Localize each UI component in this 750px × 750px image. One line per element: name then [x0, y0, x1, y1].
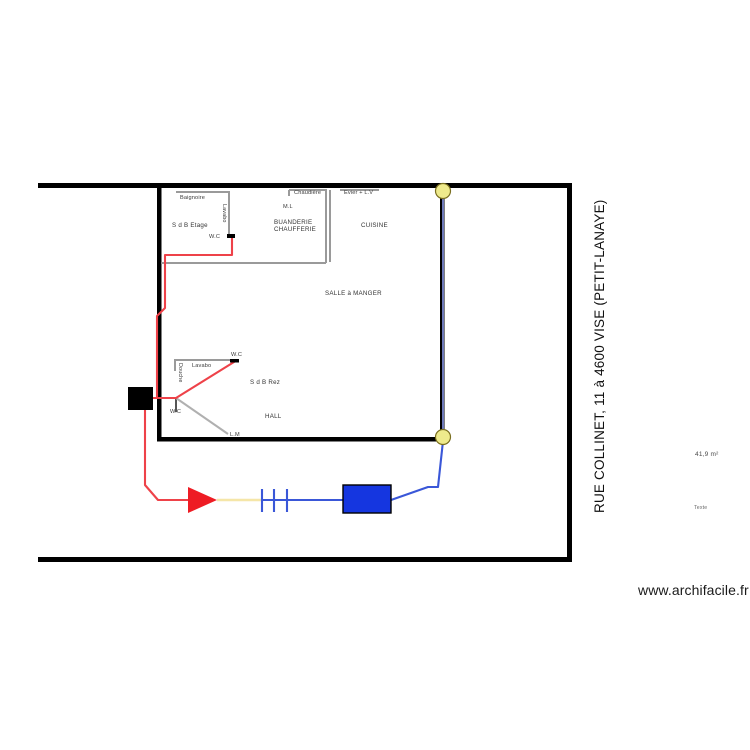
house-wall-bottom [157, 437, 445, 442]
fixture-label-wc-rez-bas: W.C [170, 409, 182, 415]
valve-bottom-symbol[interactable] [434, 428, 452, 446]
boundary-wall-top [38, 183, 572, 188]
fixture-label-wc-etage: W.C [209, 234, 221, 240]
interior-partitions [161, 189, 379, 435]
water-supply-network-red [138, 236, 236, 502]
supply-arrow-symbol[interactable] [188, 487, 217, 513]
pipe-etage-branch [155, 236, 234, 400]
fixture-label-baignoire: Baignoire [180, 195, 205, 201]
room-label-salle-a-manger: SALLE à MANGER [325, 290, 382, 297]
room-label-buanderie: BUANDERIE [274, 219, 313, 226]
room-label-sdb-rez: S d B Rez [250, 379, 281, 386]
fixture-label-douche: Douche [177, 363, 183, 383]
gas-line-blue [260, 439, 445, 502]
room-label-cuisine: CUISINE [361, 222, 388, 229]
fixture-label-lavabo-etage: Lavabo [221, 204, 227, 223]
fixture-label-lm: L.M [230, 432, 240, 438]
surface-area-label: 41,9 m² [695, 451, 719, 458]
wc-rez-connector [230, 359, 239, 363]
room-label-sdb-etage: S d B Etage [172, 222, 208, 229]
partition-sdb-etage [176, 191, 230, 238]
wc-rez-fixture [230, 359, 239, 363]
fixture-label-wc-rez-haut: W.C [231, 352, 243, 358]
line-lm [175, 397, 229, 435]
valve-top-symbol[interactable] [434, 182, 452, 200]
room-label-chaufferie: CHAUFFERIE [274, 226, 317, 233]
watermark-url: www.archifacile.fr [638, 582, 749, 598]
partition-buanderie [289, 189, 327, 263]
wc-etage-fixture [227, 234, 235, 238]
gas-line-meter-to-valve [389, 439, 445, 502]
wc-etage-connector [227, 234, 235, 238]
pipe-rez-branch [174, 360, 236, 400]
pipe-exterior-run [143, 396, 190, 502]
text-placeholder-label: Texte [694, 505, 708, 511]
water-counter-symbol[interactable] [128, 387, 153, 410]
fixture-label-lavabo-rez: Lavabo [192, 363, 212, 369]
property-boundary-walls [38, 183, 572, 562]
fixture-label-ml: M.L [283, 204, 293, 210]
boundary-wall-bottom [38, 557, 572, 562]
room-label-hall: HALL [265, 413, 282, 420]
gas-meter-box-symbol[interactable] [342, 484, 392, 514]
boundary-wall-right [567, 183, 572, 562]
page-title: RUE COLLINET, 11 à 4600 VISE (PETIT-LANA… [592, 199, 607, 513]
house-wall-left [157, 183, 162, 441]
regulator-ticks-symbol[interactable] [260, 489, 289, 512]
partition-sdb-rez [174, 359, 232, 371]
fixture-label-chaudiere: Chaudière [294, 190, 322, 196]
fixture-label-evier-lv: Evier + L.V [344, 190, 374, 196]
